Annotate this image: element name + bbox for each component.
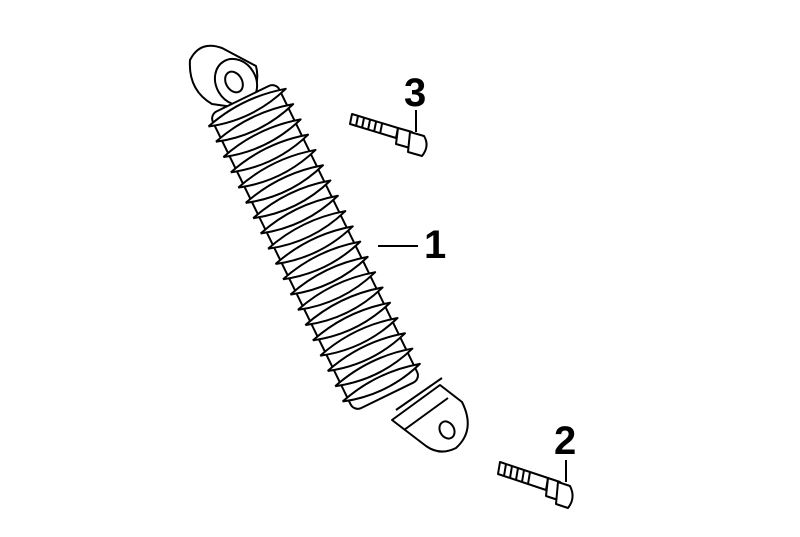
spring-coil — [259, 194, 339, 235]
spring-coil — [289, 255, 369, 296]
spring-coil — [237, 148, 317, 189]
spring-coil — [207, 87, 287, 128]
spring-coil — [282, 240, 362, 281]
upper-bolt — [349, 113, 428, 157]
coil-spring — [207, 84, 421, 410]
upper-eye-mount — [188, 44, 259, 109]
spring-coil — [327, 332, 406, 372]
spring-coil — [334, 347, 414, 388]
spring-coil — [341, 362, 421, 403]
spring-coil — [230, 133, 310, 174]
lower-bolt — [497, 461, 574, 509]
callout-2: 2 — [554, 419, 576, 463]
spring-coil — [274, 225, 354, 266]
spring-coil — [215, 103, 295, 143]
spring-coil — [319, 317, 399, 357]
spring-coil — [267, 210, 347, 250]
spring-coil — [312, 301, 392, 342]
spring-coil — [222, 118, 302, 159]
spring-coil — [297, 271, 377, 311]
lower-eye-mount — [391, 377, 469, 453]
callout-3: 3 — [404, 71, 426, 115]
spring-coil — [252, 179, 332, 220]
spring-coil — [245, 164, 324, 204]
spring-coil — [304, 286, 384, 327]
shock-absorber — [188, 44, 469, 453]
callout-1: 1 — [424, 223, 446, 267]
